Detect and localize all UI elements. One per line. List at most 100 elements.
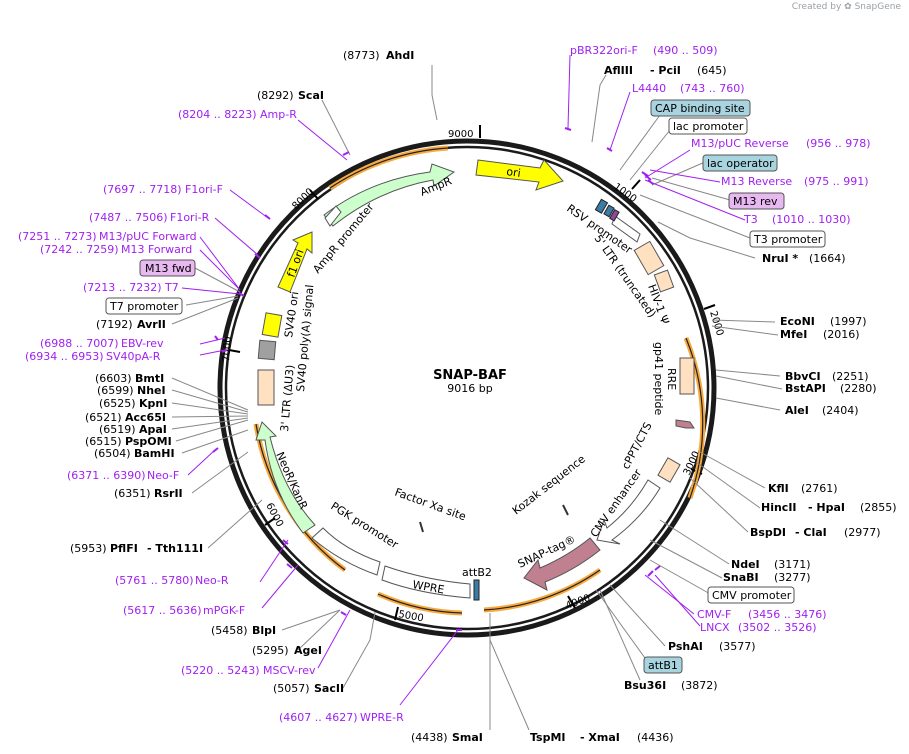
primer-t7[interactable]: (7213 .. 7232) T7	[83, 281, 179, 294]
primer-range: (3456 .. 3476)	[748, 608, 827, 621]
primer-name: M13/pUC Reverse	[691, 137, 789, 150]
feature-f1-ori[interactable]: f1 ori	[277, 231, 313, 293]
enzyme-bbvci[interactable]: BbvCI (2251)	[785, 370, 869, 383]
box-attb1[interactable]: attB1	[643, 656, 683, 674]
primer-sv40pa-r[interactable]: (6934 .. 6953) SV40pA-R	[25, 350, 161, 363]
feature-ori[interactable]: ori	[475, 159, 564, 191]
enzyme-rsrii[interactable]: (6351) RsrII	[114, 487, 183, 500]
box-t7-promoter[interactable]: T7 promoter	[105, 297, 183, 315]
enzyme-kpni[interactable]: (6525) KpnI	[99, 397, 167, 410]
feature-pgk[interactable]: PGK promoter	[311, 500, 401, 576]
enzyme-name: BstAPI	[785, 382, 826, 395]
feature-wpre[interactable]: WPRE	[381, 565, 471, 599]
primer-t3[interactable]: T3 (1010 .. 1030)	[743, 213, 851, 226]
enzyme-name: AhdI	[386, 49, 414, 62]
feature-cmv-enhancer[interactable]: CMV enhancer	[588, 466, 661, 545]
primer-name: M13 Reverse	[721, 175, 792, 188]
feature-sv40-ori[interactable]: SV40 ori	[261, 291, 301, 339]
enzyme-scai[interactable]: (8292) ScaI	[257, 89, 324, 102]
enzyme-name-2: - PciI	[650, 64, 681, 77]
enzyme-name: KflI	[768, 482, 789, 495]
primer-l4440[interactable]: L4440 (743 .. 760)	[632, 82, 745, 95]
box-text: T7 promoter	[109, 300, 179, 313]
enzyme-pos: (4436)	[637, 731, 674, 744]
enzyme-hincii-hpai[interactable]: HincII - HpaI (2855)	[761, 501, 897, 514]
enzyme-pos: (5953)	[70, 542, 107, 555]
primer-neo-f[interactable]: (6371 .. 6390) Neo-F	[67, 469, 179, 482]
enzyme-bamhi[interactable]: (6504) BamHI	[94, 447, 175, 460]
enzyme-bstapi[interactable]: BstAPI (2280)	[785, 382, 877, 395]
enzyme-nrui[interactable]: NruI * (1664)	[762, 252, 846, 265]
primer-mscv-rev[interactable]: (5220 .. 5243) MSCV-rev	[181, 664, 316, 677]
primer-m13-puc-forward[interactable]: (7251 .. 7273) M13/pUC Forward	[18, 230, 197, 243]
tick-label: 8000	[290, 186, 316, 212]
enzyme-tspmi-xmai[interactable]: TspMI - XmaI (4436)	[530, 731, 674, 744]
enzyme-agei[interactable]: (5295) AgeI	[252, 644, 322, 657]
enzyme-name-2: - Tth111I	[147, 542, 203, 555]
primer-mpgk-f[interactable]: (5617 .. 5636) mPGK-F	[123, 604, 245, 617]
sv40-ori-label: SV40 ori	[282, 291, 301, 339]
primer-neo-r[interactable]: (5761 .. 5780) Neo-R	[115, 574, 229, 587]
box-m13-rev[interactable]: M13 rev	[728, 192, 785, 210]
enzyme-name-2: - ClaI	[795, 526, 827, 539]
feature-3ltr[interactable]: 3' LTR (ΔU3)	[257, 364, 297, 432]
primer-range: (490 .. 509)	[653, 44, 718, 57]
enzyme-kfli[interactable]: KflI (2761)	[768, 482, 838, 495]
feature-gp41[interactable]: gp41 peptide	[652, 342, 695, 429]
box-lac-promoter[interactable]: lac promoter	[668, 117, 748, 135]
enzyme-sacii[interactable]: (5057) SacII	[273, 682, 344, 695]
box-lac-operator[interactable]: lac operator	[702, 154, 778, 172]
primer-name: pBR322ori-F	[570, 44, 638, 57]
primer-lncx[interactable]: LNCX (3502 .. 3526)	[700, 621, 817, 634]
enzyme-bsu36i[interactable]: Bsu36I (3872)	[624, 679, 718, 692]
enzyme-name: BbvCI	[785, 370, 821, 383]
primer-f1ori-f[interactable]: (7697 .. 7718) F1ori-F	[103, 183, 223, 196]
box-cap-binding-site[interactable]: CAP binding site	[650, 99, 751, 117]
enzyme-snabi[interactable]: SnaBI (3277)	[723, 571, 811, 584]
enzyme-blpi[interactable]: (5458) BlpI	[211, 624, 276, 637]
box-m13-fwd[interactable]: M13 fwd	[139, 259, 196, 277]
enzyme-pspomi[interactable]: (6515) PspOMI	[85, 435, 172, 448]
primer-pbr322ori-f[interactable]: pBR322ori-F (490 .. 509)	[570, 44, 718, 57]
enzyme-mfei[interactable]: MfeI (2016)	[780, 328, 860, 341]
box-t3-promoter[interactable]: T3 promoter	[749, 230, 826, 248]
feature-attb2[interactable]: attB2	[462, 566, 492, 601]
primer-m13-reverse[interactable]: M13 Reverse (975 .. 991)	[721, 175, 869, 188]
enzyme-ahdi[interactable]: (8773) AhdI	[343, 49, 414, 62]
enzyme-afliii-pcii[interactable]: AflIII - PciI (645)	[604, 64, 727, 77]
enzyme-acc65i[interactable]: (6521) Acc65I	[85, 411, 166, 424]
enzyme-nhei[interactable]: (6599) NheI	[97, 384, 166, 397]
enzyme-alei[interactable]: AleI (2404)	[785, 404, 859, 417]
primer-amp-r[interactable]: (8204 .. 8223) Amp-R	[178, 108, 297, 121]
primer-cmv-f[interactable]: CMV-F (3456 .. 3476)	[697, 608, 827, 621]
enzyme-name: NheI	[137, 384, 166, 397]
primer-name: Neo-R	[195, 574, 229, 587]
enzyme-econi[interactable]: EcoNI (1997)	[780, 315, 867, 328]
enzyme-pos: (2280)	[840, 382, 877, 395]
feature-neor[interactable]: NeoR/KanR	[255, 421, 316, 534]
box-cmv-promoter[interactable]: CMV promoter	[707, 586, 795, 604]
feature-snap[interactable]: SNAP-tag®	[516, 533, 601, 591]
primer-name: CMV-F	[697, 608, 731, 621]
enzyme-pshai[interactable]: PshAI (3577)	[668, 640, 756, 653]
feature-kozak[interactable]: Kozak sequence	[510, 452, 588, 517]
feature-rre[interactable]: RRE	[665, 357, 695, 395]
primer-m13-puc-reverse[interactable]: M13/pUC Reverse (956 .. 978)	[691, 137, 871, 150]
primer-f1ori-r[interactable]: (7487 .. 7506) F1ori-R	[89, 211, 210, 224]
enzyme-apai[interactable]: (6519) ApaI	[99, 423, 167, 436]
primer-ebv-rev[interactable]: (6988 .. 7007) EBV-rev	[40, 337, 164, 350]
enzyme-smai[interactable]: (4438) SmaI	[411, 731, 483, 744]
enzyme-pflfi-tth111i[interactable]: (5953) PflFI - Tth111I	[70, 542, 203, 555]
enzyme-name: MfeI	[780, 328, 807, 341]
enzyme-avrii[interactable]: (7192) AvrII	[96, 318, 166, 331]
enzyme-ndei[interactable]: NdeI (3171)	[731, 558, 811, 571]
enzyme-bmti[interactable]: (6603) BmtI	[95, 372, 164, 385]
enzyme-bspdi-clai[interactable]: BspDI - ClaI (2977)	[750, 526, 881, 539]
primer-name: L4440	[632, 82, 666, 95]
enzyme-name: Acc65I	[125, 411, 166, 424]
feature-factor-xa[interactable]: Factor Xa site	[393, 486, 468, 533]
enzyme-pos: (6521)	[85, 411, 122, 424]
primer-wpre-r[interactable]: (4607 .. 4627) WPRE-R	[279, 711, 404, 724]
primer-m13-forward[interactable]: (7242 .. 7259) M13 Forward	[40, 243, 192, 256]
